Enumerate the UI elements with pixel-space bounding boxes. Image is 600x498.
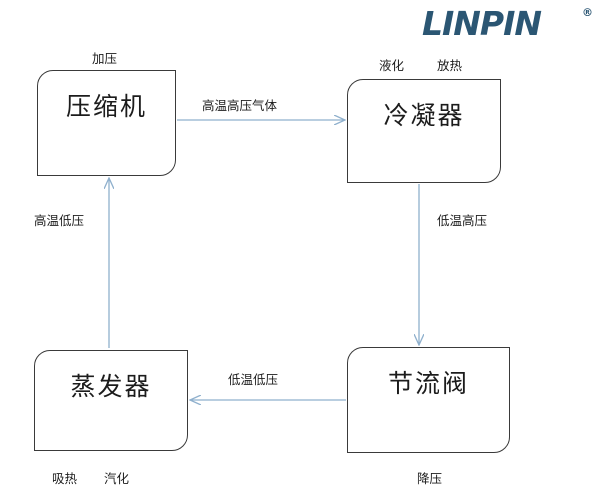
- edge-label-low-temp-high-pressure: 低温高压: [437, 213, 488, 228]
- node-evaporator-label: 蒸发器: [70, 372, 152, 401]
- node-throttle-valve-label: 节流阀: [387, 369, 469, 398]
- caption-throttle-depressurize: 降压: [417, 471, 443, 486]
- caption-compressor-pressurize: 加压: [92, 51, 118, 66]
- node-compressor[interactable]: 压缩机: [37, 70, 176, 176]
- node-throttle-valve[interactable]: 节流阀: [347, 347, 510, 453]
- node-condenser[interactable]: 冷凝器: [347, 79, 501, 183]
- node-evaporator[interactable]: 蒸发器: [34, 350, 188, 451]
- edge-label-high-temp-low-pressure: 高温低压: [34, 213, 85, 228]
- caption-condenser-release-heat: 放热: [437, 58, 463, 73]
- caption-evaporator-vaporize: 汽化: [104, 471, 130, 486]
- caption-evaporator-absorb-heat: 吸热: [52, 471, 78, 486]
- caption-condenser-liquefy: 液化: [379, 58, 405, 73]
- logo-wordmark: LINPIN: [422, 4, 542, 43]
- edge-label-high-temp-high-pressure-gas: 高温高压气体: [202, 98, 278, 113]
- registered-trademark-icon: ®: [582, 6, 593, 19]
- node-compressor-label: 压缩机: [65, 92, 147, 121]
- edge-label-low-temp-low-pressure: 低温低压: [228, 372, 279, 387]
- linpin-logo: LINPIN ®: [422, 4, 593, 44]
- node-condenser-label: 冷凝器: [383, 101, 465, 130]
